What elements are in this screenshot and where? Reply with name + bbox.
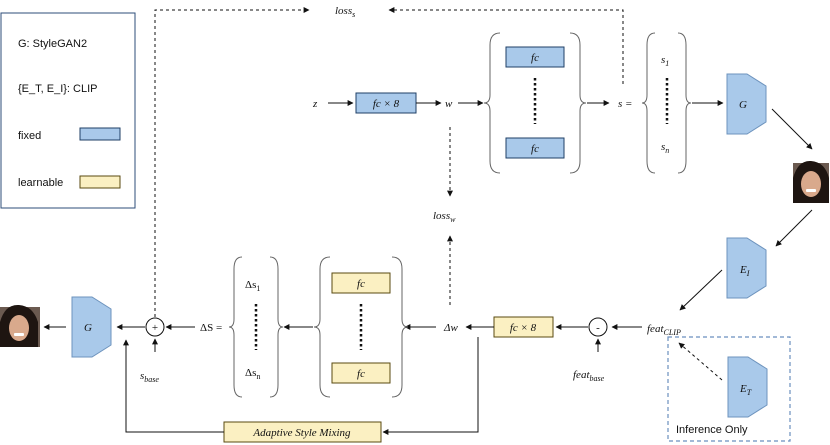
- legend-fixed-swatch: [79, 127, 121, 141]
- legend-learnable-swatch: [79, 175, 121, 189]
- plus-operator: [145, 317, 165, 337]
- w-label: w: [445, 98, 453, 110]
- adaptive-style-mixing-label: Adaptive Style Mixing: [252, 427, 351, 439]
- inference-only-label: Inference Only: [676, 424, 748, 436]
- legend-border: [0, 12, 136, 209]
- output-face-image: [0, 304, 40, 347]
- top-right-brace: [569, 32, 587, 174]
- arrow-s-to-loss-s: [388, 7, 624, 84]
- arrow-adaptive-to-generator: [123, 339, 224, 433]
- plus-symbol: +: [152, 322, 158, 334]
- arrow-text-encoder-to-feat: [678, 342, 723, 381]
- image-encoder-label: EI: [739, 264, 750, 278]
- legend-learnable-label: learnable: [18, 177, 63, 189]
- inference-only-box: [667, 336, 791, 442]
- arrow-image-to-image-encoder: [775, 209, 813, 247]
- sn-label: sn: [661, 141, 669, 155]
- arrow-plus-to-loss-s: [154, 7, 310, 317]
- delta-s-left-brace: [228, 256, 243, 398]
- bottom-fc-label-2: fc: [357, 368, 365, 380]
- z-label: z: [312, 98, 318, 110]
- arrow-generator-to-image: [771, 108, 813, 150]
- top-fc-box-1: [505, 46, 565, 68]
- legend: G: StyleGAN2 {E_T, E_I}: CLIP fixed lear…: [0, 12, 136, 209]
- legend-fixed-label: fixed: [18, 130, 41, 142]
- arrow-image-encoder-to-feat: [679, 269, 723, 311]
- legend-g-label: G: StyleGAN2: [18, 38, 87, 50]
- feat-clip-label: featCLIP: [647, 323, 681, 337]
- bottom-generator-icon: [71, 296, 112, 358]
- loss-w-label: lossw: [433, 210, 456, 224]
- bottom-right-brace: [391, 256, 409, 398]
- top-fc-label-2: fc: [531, 143, 539, 155]
- bottom-generator-label: G: [84, 322, 92, 334]
- top-fc-label-1: fc: [531, 52, 539, 64]
- s-equals-label: s =: [618, 98, 632, 110]
- bottom-fc-box-2: [331, 362, 391, 384]
- s-left-brace: [641, 32, 656, 174]
- arrow-delta-w-to-adaptive: [382, 337, 479, 435]
- delta-s-equals-label: ΔS =: [200, 322, 222, 334]
- feat-base-label: featbase: [573, 369, 605, 383]
- legend-clip-label: {E_T, E_I}: CLIP: [18, 83, 98, 95]
- minus-operator: [588, 317, 608, 337]
- delta-s1-label: Δs1: [245, 279, 260, 293]
- top-generator-icon: [726, 73, 767, 135]
- s-right-brace: [677, 32, 692, 174]
- delta-w-label: Δw: [443, 322, 458, 334]
- text-encoder-label: ET: [739, 383, 752, 397]
- delta-sn-label: Δsn: [245, 367, 260, 381]
- bottom-left-brace: [313, 256, 331, 398]
- delta-s-right-brace: [269, 256, 284, 398]
- bottom-fc-label-1: fc: [357, 278, 365, 290]
- generated-face-image: [793, 160, 829, 203]
- loss-s-label: losss: [335, 5, 355, 19]
- bottom-fc-box-1: [331, 272, 391, 294]
- top-fc-box-2: [505, 137, 565, 159]
- top-left-brace: [483, 32, 501, 174]
- top-generator-label: G: [739, 99, 747, 111]
- s-base-label: sbase: [140, 370, 159, 384]
- fixed-mapping-label: fc × 8: [373, 98, 400, 110]
- text-encoder-icon: [727, 356, 768, 418]
- image-encoder-icon: [726, 237, 767, 299]
- s1-label: s1: [661, 54, 669, 68]
- minus-symbol: -: [596, 322, 600, 334]
- learnable-mapping-label: fc × 8: [510, 322, 537, 334]
